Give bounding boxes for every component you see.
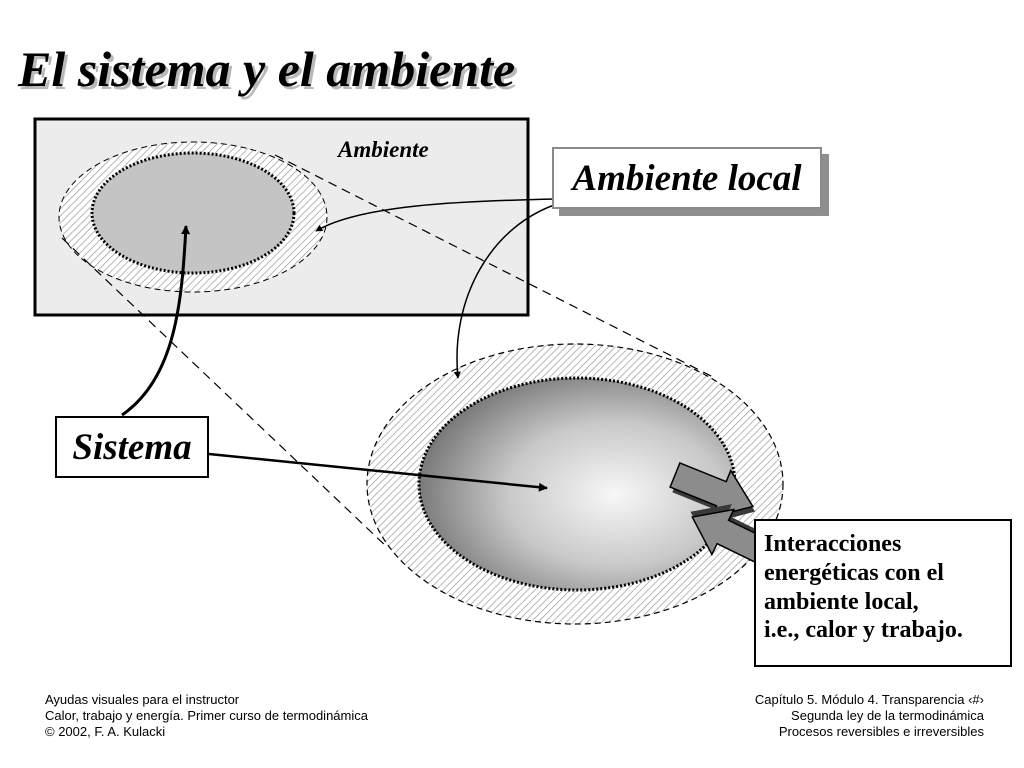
arrow-local-to-small-ring <box>315 198 557 232</box>
interacciones-note: Interacciones energéticas con el ambient… <box>754 519 1012 667</box>
slide-title: El sistema y el ambiente <box>18 41 516 97</box>
arrow-sistema-to-large-system <box>208 452 548 492</box>
small-system <box>90 151 296 275</box>
zoom-line-upper <box>274 154 716 379</box>
interacciones-line: energéticas con el <box>764 559 944 586</box>
arrow-local-to-large-ring <box>453 202 561 379</box>
footer-right: Capítulo 5. Módulo 4. Transparencia ‹#› … <box>755 692 984 740</box>
footer-left-line: Ayudas visuales para el instructor <box>45 692 240 707</box>
footer-right-line: Capítulo 5. Módulo 4. Transparencia ‹#› <box>754 692 984 707</box>
footer-left-line: Calor, trabajo y energía. Primer curso d… <box>45 708 368 723</box>
interacciones-line: Interacciones <box>764 531 902 557</box>
footer-left: Ayudas visuales para el instructor Calor… <box>45 692 368 740</box>
ambiente-local-label: Ambiente local <box>552 147 822 209</box>
sistema-label: Sistema <box>55 416 209 478</box>
interacciones-line: ambiente local, <box>764 588 919 615</box>
footer-left-line: © 2002, F. A. Kulacki <box>45 724 166 739</box>
footer-right-line: Segunda ley de la termodinámica <box>791 708 984 723</box>
footer-right-line: Procesos reversibles e irreversibles <box>778 724 984 739</box>
interacciones-line: i.e., calor y trabajo. <box>764 617 963 644</box>
ambiente-label: Ambiente <box>336 137 429 162</box>
arrow-sistema-to-small-system <box>121 225 191 417</box>
